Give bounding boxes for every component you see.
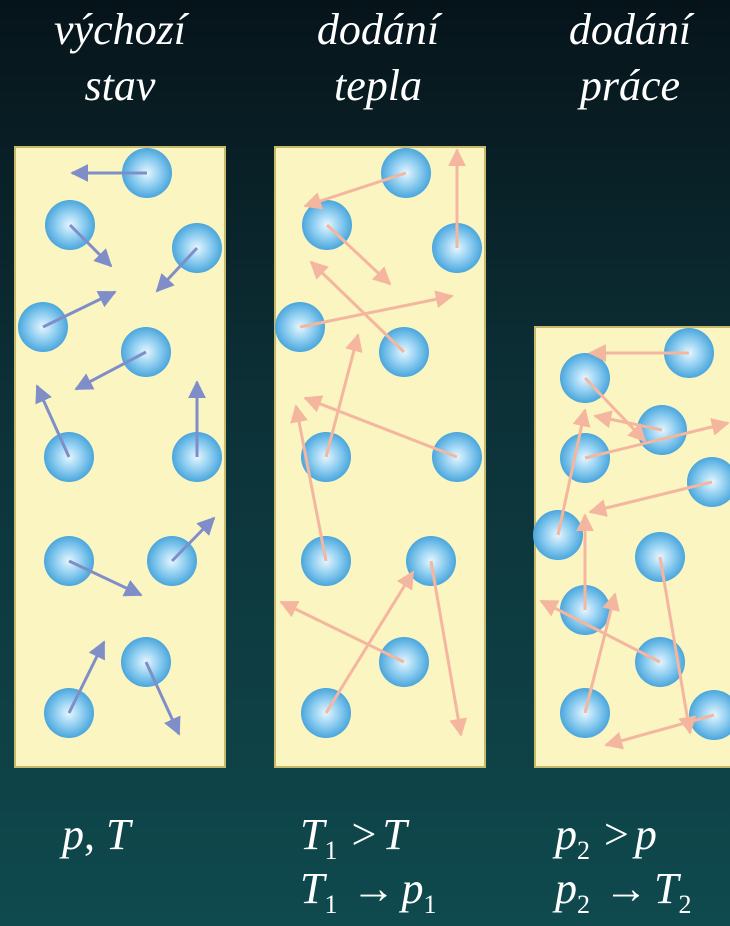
subscript: 1 bbox=[324, 890, 338, 919]
velocity-arrow bbox=[303, 171, 407, 210]
velocity-arrow bbox=[309, 260, 406, 354]
caption-initial-T: T bbox=[106, 810, 131, 859]
symbol-p: p bbox=[634, 810, 657, 859]
title-initial-line1: výchozí bbox=[54, 5, 186, 54]
velocity-arrow bbox=[170, 516, 216, 563]
symbol-p: p bbox=[401, 864, 424, 913]
symbol-T: T bbox=[300, 810, 325, 859]
title-heat-line1: dodání bbox=[316, 5, 440, 54]
caption-initial-p: p bbox=[62, 810, 84, 859]
subscript: 1 bbox=[423, 890, 437, 919]
velocity-arrow bbox=[429, 560, 468, 737]
title-work-supply: dodání práce bbox=[520, 2, 730, 114]
velocity-arrows-work bbox=[539, 344, 730, 750]
title-initial-line2: stav bbox=[84, 61, 156, 110]
title-work-line1: dodání bbox=[568, 5, 692, 54]
caption-initial: p, T bbox=[62, 808, 130, 862]
caption-heat-line1: T1>T bbox=[300, 808, 444, 865]
caption-work-line1: p2>p bbox=[555, 808, 699, 865]
caption-work: p2>p p2→T2 bbox=[555, 808, 699, 919]
velocity-arrow bbox=[584, 418, 730, 460]
implies-arrow: → bbox=[351, 864, 396, 913]
velocity-arrows-heat bbox=[279, 148, 468, 737]
velocity-arrow bbox=[42, 290, 117, 329]
subscript: 2 bbox=[577, 836, 590, 865]
title-heat-supply: dodání tepla bbox=[268, 2, 488, 114]
velocity-arrow bbox=[583, 592, 620, 714]
velocity-arrow bbox=[279, 600, 405, 664]
caption-initial-sep: , bbox=[84, 810, 95, 859]
velocity-arrow bbox=[144, 661, 181, 736]
velocity-arrow bbox=[593, 410, 663, 432]
velocity-arrow bbox=[583, 376, 647, 443]
velocity-arrow bbox=[35, 384, 71, 458]
caption-heat: T1>T T1→p1 bbox=[300, 808, 444, 919]
velocity-arrow bbox=[74, 350, 147, 391]
implies-arrow: → bbox=[604, 864, 648, 913]
symbol-T: T bbox=[654, 864, 679, 913]
subscript: 2 bbox=[577, 890, 590, 919]
velocity-arrow bbox=[325, 223, 392, 286]
symbol-T: T bbox=[300, 864, 325, 913]
velocity-arrow bbox=[303, 395, 458, 459]
caption-heat-line2: T1→p1 bbox=[300, 862, 444, 919]
velocity-arrow bbox=[324, 570, 415, 714]
symbol-T: T bbox=[382, 810, 407, 859]
velocity-arrow bbox=[604, 713, 715, 750]
velocity-arrow bbox=[155, 246, 199, 293]
velocity-arrow bbox=[588, 480, 713, 517]
subscript: 2 bbox=[678, 890, 692, 919]
title-work-line2: práce bbox=[579, 61, 681, 110]
velocity-arrow bbox=[658, 556, 697, 735]
velocity-arrow bbox=[299, 290, 454, 329]
velocity-arrows-initial bbox=[35, 164, 216, 736]
velocity-arrow bbox=[290, 404, 328, 562]
velocity-arrow bbox=[324, 333, 363, 458]
caption-work-line2: p2→T2 bbox=[555, 862, 699, 919]
title-initial-state: výchozí stav bbox=[10, 2, 230, 114]
title-heat-line2: tepla bbox=[334, 61, 422, 110]
symbol-p: p bbox=[555, 864, 577, 913]
subscript: 1 bbox=[324, 836, 338, 865]
relation-greater: > bbox=[351, 810, 377, 859]
velocity-arrow bbox=[556, 408, 591, 536]
symbol-p: p bbox=[555, 810, 577, 859]
velocity-arrow bbox=[68, 223, 113, 268]
velocity-arrow bbox=[539, 599, 661, 664]
relation-greater: > bbox=[604, 810, 629, 859]
velocity-arrow bbox=[67, 640, 106, 714]
velocity-arrow bbox=[68, 559, 143, 597]
